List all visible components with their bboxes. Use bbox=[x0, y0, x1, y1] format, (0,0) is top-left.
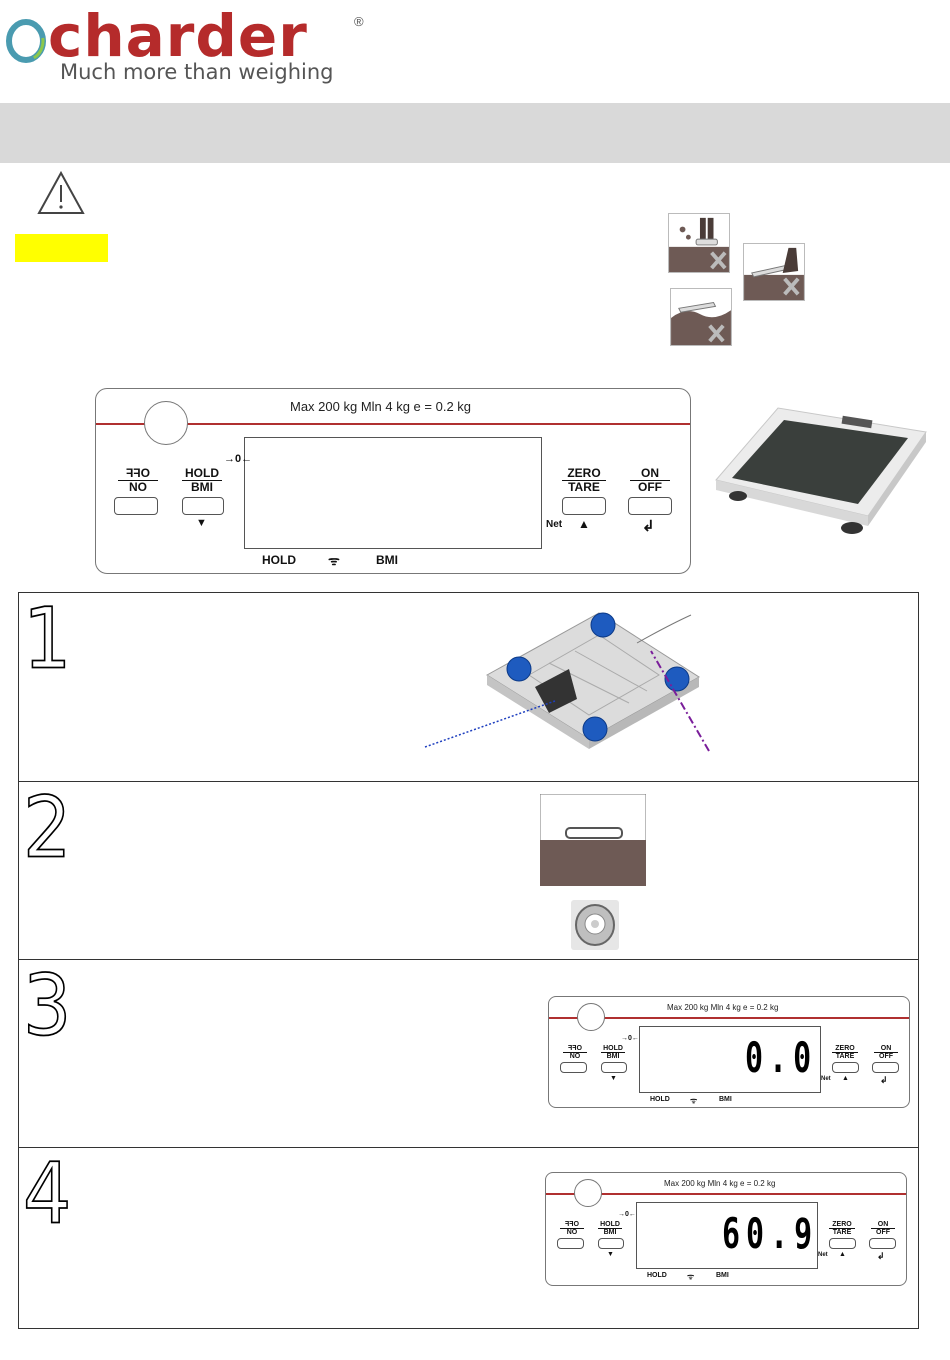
panel-spec: Max 200 kg Mln 4 kg e = 0.2 kg bbox=[290, 399, 472, 414]
display-panel-zero: Max 200 kg Mln 4 kg e = 0.2 kg 0.0 →0← O… bbox=[548, 996, 910, 1108]
hold-bmi-button[interactable] bbox=[182, 497, 224, 515]
on-off-label: ON OFF bbox=[630, 467, 670, 493]
step-3: 3 Max 200 kg Mln 4 kg e = 0.2 kg 0.0 →0←… bbox=[19, 960, 918, 1148]
display-panel-weight: Max 200 kg Mln 4 kg e = 0.2 kg 60.9 →0← … bbox=[545, 1172, 907, 1286]
hold-bmi-button[interactable] bbox=[598, 1238, 624, 1249]
off-no-button[interactable] bbox=[557, 1238, 584, 1249]
wifi-icon: ᯤ bbox=[328, 553, 340, 568]
scale-product-image bbox=[715, 407, 927, 534]
display-panel-main: Max 200 kg Mln 4 kg e = 0.2 kg →0← OFF N… bbox=[95, 388, 691, 574]
enter-arrow-icon: ↲ bbox=[642, 518, 655, 535]
zero-indicator: →0← bbox=[224, 453, 253, 465]
steps-frame: 1 2 bbox=[18, 592, 919, 1329]
step-4: 4 Max 200 kg Mln 4 kg e = 0.2 kg 60.9 →0… bbox=[19, 1148, 918, 1330]
panel-red-line bbox=[96, 423, 690, 425]
battery-compartment-image bbox=[424, 612, 710, 752]
brand-logo: charder ® Much more than weighing bbox=[4, 2, 384, 90]
logo-ring-icon bbox=[6, 19, 46, 63]
zero-tare-button[interactable] bbox=[562, 497, 606, 515]
level-floor-image bbox=[540, 794, 646, 886]
bmi-indicator: BMI bbox=[376, 553, 398, 567]
no-wet-feet-icon bbox=[668, 213, 730, 273]
net-label: Net bbox=[546, 519, 563, 530]
zero-tare-button[interactable] bbox=[832, 1062, 859, 1073]
weight-reading: 60.9 bbox=[722, 1210, 819, 1259]
down-arrow-icon: ▼ bbox=[196, 517, 207, 529]
step-number: 3 bbox=[22, 956, 72, 1055]
step-number: 1 bbox=[22, 589, 72, 688]
hold-bmi-label: HOLD BMI bbox=[182, 467, 222, 493]
title-bar bbox=[0, 103, 950, 163]
no-uneven-floor-icon bbox=[670, 288, 732, 346]
step-2: 2 bbox=[19, 782, 918, 960]
warning-triangle-icon bbox=[37, 170, 85, 214]
level-bubble-icon bbox=[571, 900, 619, 950]
panel-circle bbox=[144, 401, 188, 445]
step-1: 1 bbox=[19, 593, 918, 782]
brand-tagline: Much more than weighing bbox=[60, 60, 334, 84]
on-off-button[interactable] bbox=[628, 497, 672, 515]
step-number: 2 bbox=[22, 778, 72, 877]
zero-tare-button[interactable] bbox=[829, 1238, 856, 1249]
brand-name: charder bbox=[48, 2, 308, 70]
off-no-button[interactable] bbox=[560, 1062, 587, 1073]
off-no-button[interactable] bbox=[114, 497, 158, 515]
hold-bmi-button[interactable] bbox=[601, 1062, 627, 1073]
highlight-box bbox=[15, 234, 108, 262]
zero-tare-label: ZERO TARE bbox=[562, 467, 606, 493]
weight-reading: 0.0 bbox=[745, 1034, 818, 1083]
hold-indicator: HOLD bbox=[262, 553, 296, 567]
no-tilted-floor-icon bbox=[743, 243, 805, 301]
lcd-screen bbox=[244, 437, 542, 549]
on-off-button[interactable] bbox=[869, 1238, 896, 1249]
step-number: 4 bbox=[22, 1144, 72, 1243]
registered-mark: ® bbox=[354, 14, 364, 29]
on-off-button[interactable] bbox=[872, 1062, 899, 1073]
off-no-label: OFF NO bbox=[118, 466, 158, 493]
up-arrow-icon: ▲ bbox=[578, 517, 590, 531]
